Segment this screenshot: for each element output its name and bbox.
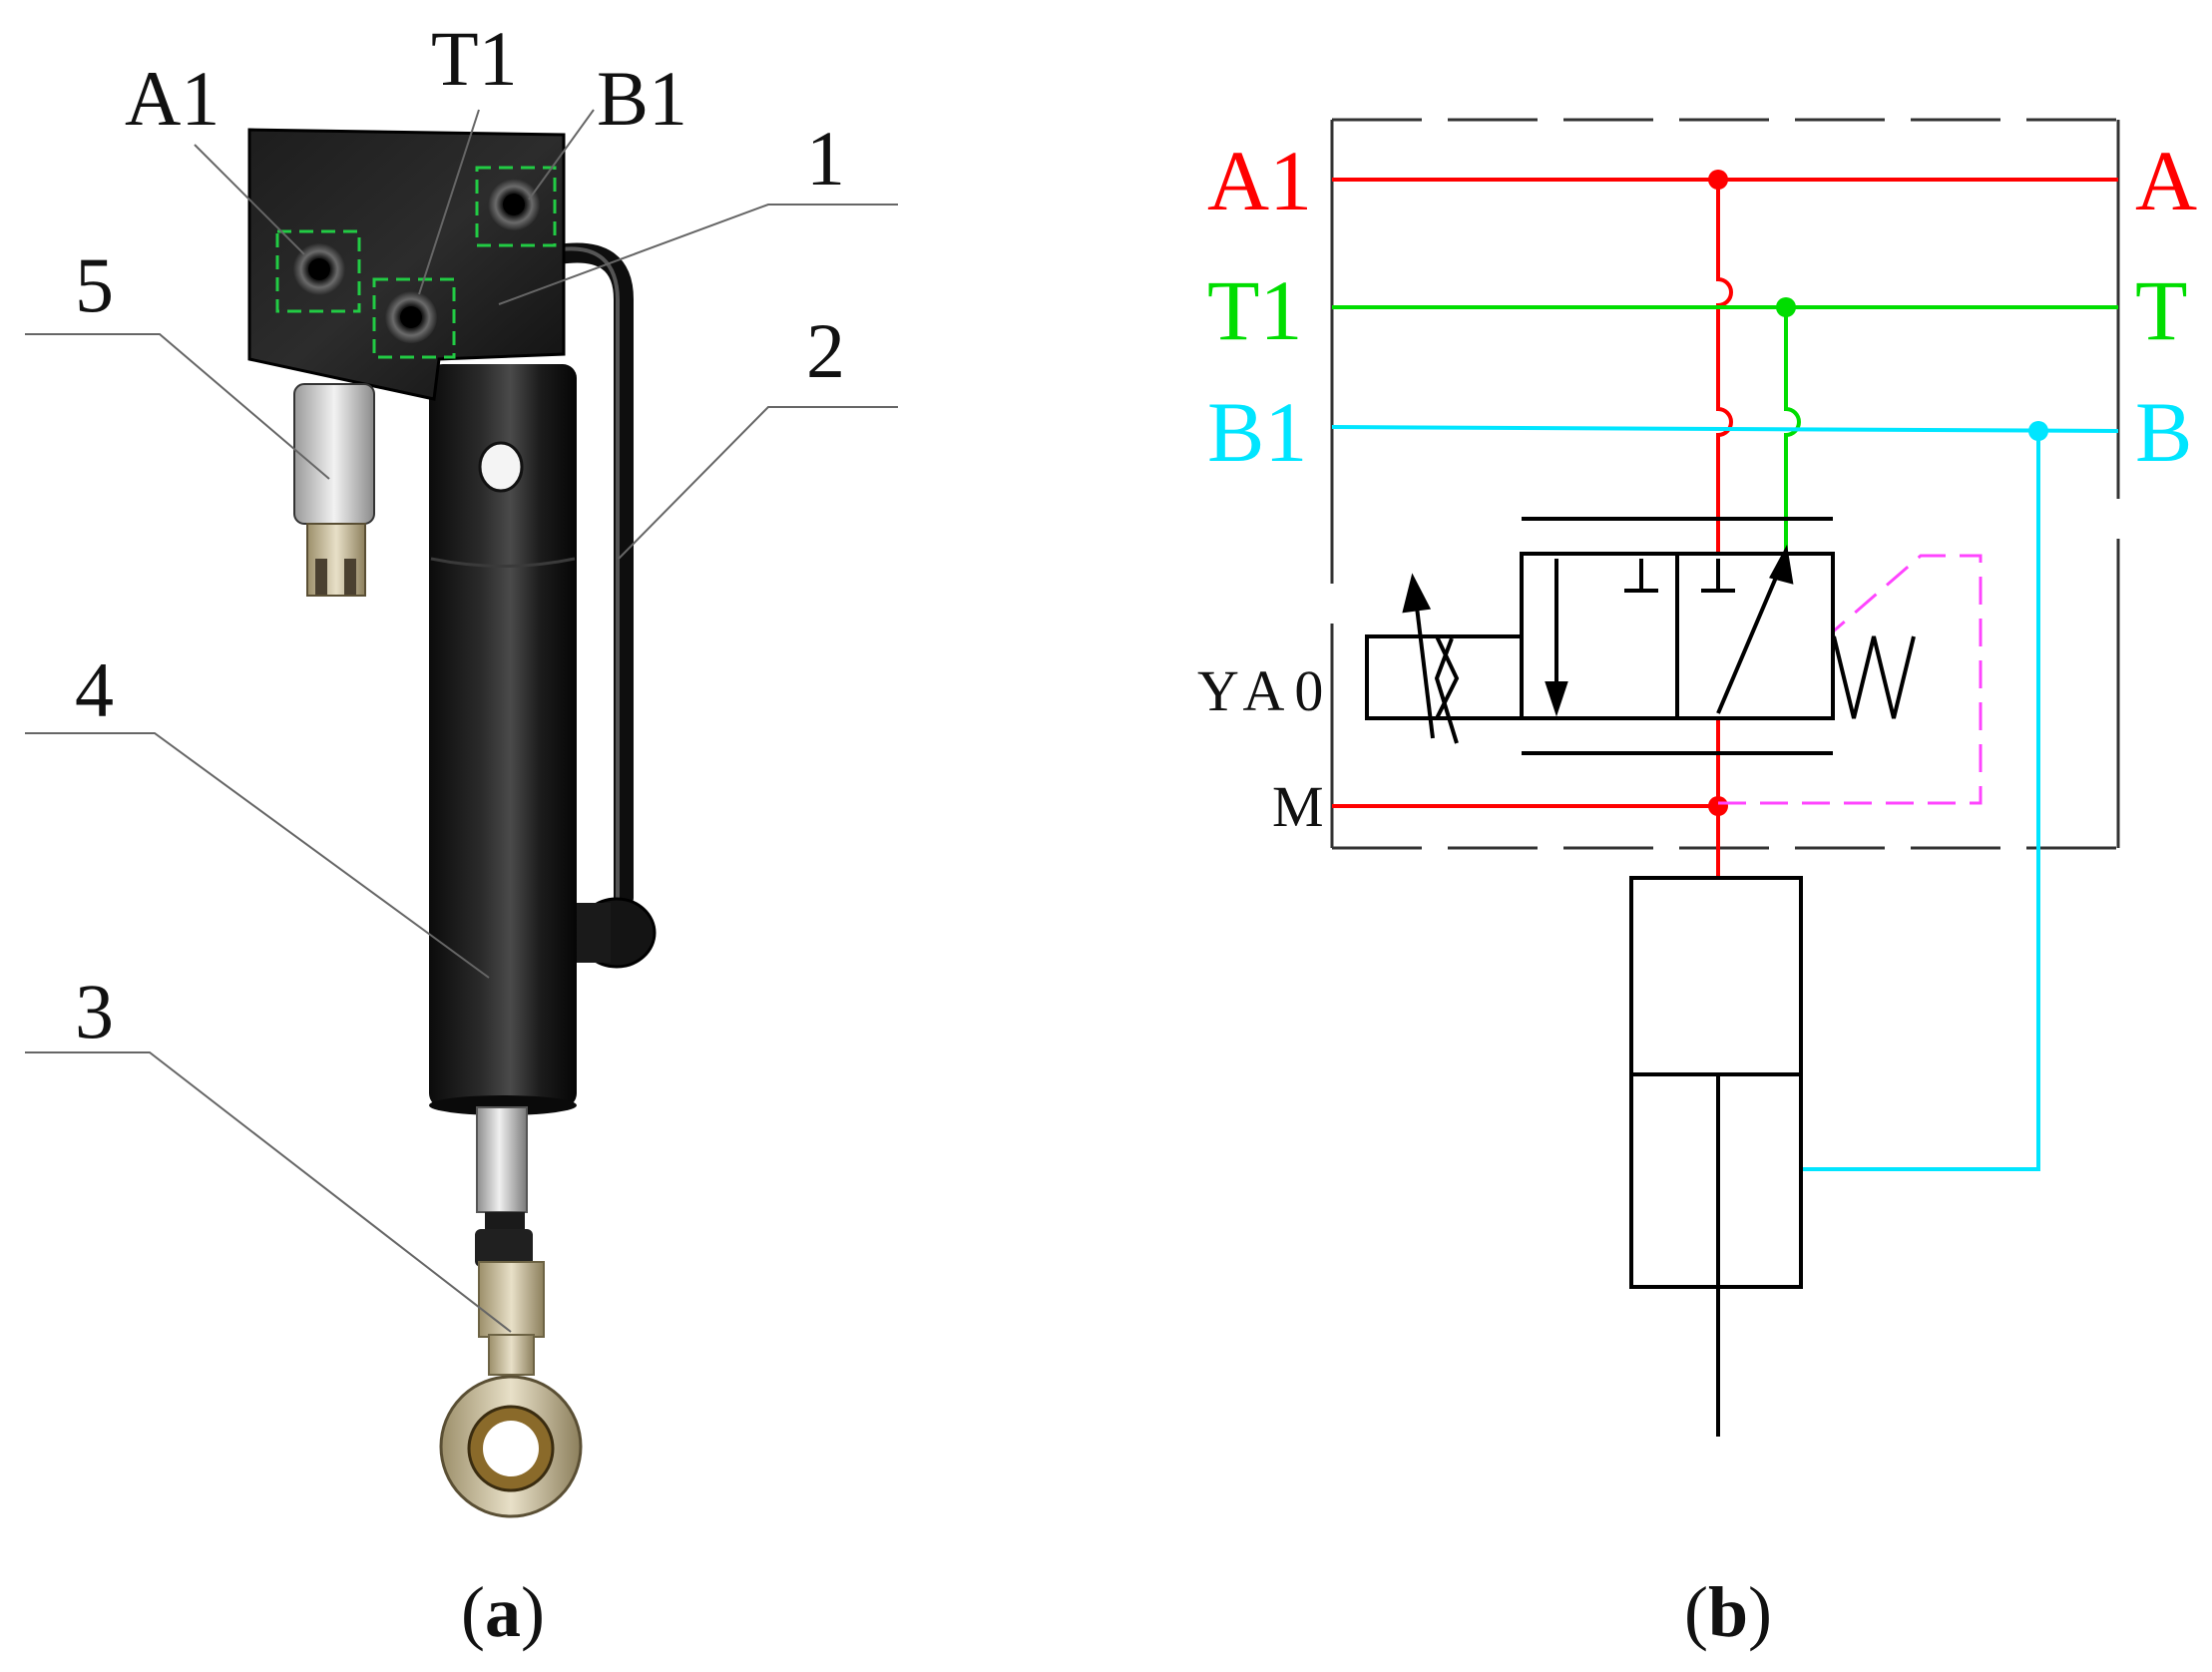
caption-a: (a)	[461, 1572, 545, 1652]
directional-valve-icon	[1520, 517, 1835, 755]
valve-block-boundary	[1330, 118, 2120, 850]
displacement-sensor	[293, 383, 375, 597]
photo-label-b1: B1	[597, 55, 687, 142]
part-label-4: 4	[75, 646, 114, 733]
solenoid-label: YA0	[1197, 658, 1333, 723]
junction-t	[1776, 297, 1796, 317]
photo-label-t1: T1	[431, 15, 518, 102]
junction-b	[2028, 421, 2048, 441]
leader-1	[498, 204, 898, 305]
schematic-label-t1: T1	[1207, 262, 1303, 358]
leader-5	[25, 333, 330, 480]
schematic-label-b: B	[2135, 384, 2192, 480]
cylinder-barrel	[429, 364, 577, 1107]
line-a	[1332, 178, 2118, 878]
piston-rod	[475, 1106, 533, 1267]
line-t	[1332, 305, 2118, 554]
schematic-label-a: A	[2135, 133, 2197, 228]
pilot-line	[1718, 554, 1983, 805]
junction-m	[1708, 796, 1728, 816]
panel-a: A1 T1 B1 1 2 3 4 5 (a)	[25, 15, 898, 1652]
leader-b1	[528, 109, 595, 201]
proportional-solenoid-icon	[1365, 573, 1524, 744]
manifold-block	[247, 128, 566, 401]
port-a1	[275, 229, 361, 313]
port-b1	[475, 166, 557, 247]
part-label-2: 2	[806, 307, 845, 394]
spring-icon	[1832, 635, 1916, 719]
cylinder-photo	[247, 128, 657, 1518]
schematic-label-a1: A1	[1207, 133, 1312, 228]
panel-b: A1 T1 B1 A T B YA0 M (b)	[1197, 118, 2197, 1652]
rod-end-joint	[439, 1261, 583, 1518]
part-label-1: 1	[806, 115, 845, 202]
line-m-label: M	[1272, 774, 1324, 839]
barrel-hole	[478, 441, 524, 493]
photo-label-a1: A1	[125, 55, 220, 142]
part-label-3: 3	[75, 968, 114, 1054]
leader-3	[25, 1051, 512, 1333]
schematic-label-b1: B1	[1207, 384, 1307, 480]
leader-a1	[194, 144, 305, 255]
port-t1	[372, 277, 456, 359]
leader-4	[25, 732, 490, 979]
caption-b: (b)	[1684, 1572, 1772, 1652]
part-label-5: 5	[75, 241, 114, 328]
hydraulic-cylinder-icon	[1629, 876, 1803, 1437]
leader-2	[618, 406, 898, 560]
line-b	[1331, 425, 2119, 1171]
schematic-label-t: T	[2135, 262, 2188, 358]
junction-a	[1708, 170, 1728, 190]
leader-t1	[418, 109, 480, 295]
leader-lines	[25, 109, 898, 1333]
